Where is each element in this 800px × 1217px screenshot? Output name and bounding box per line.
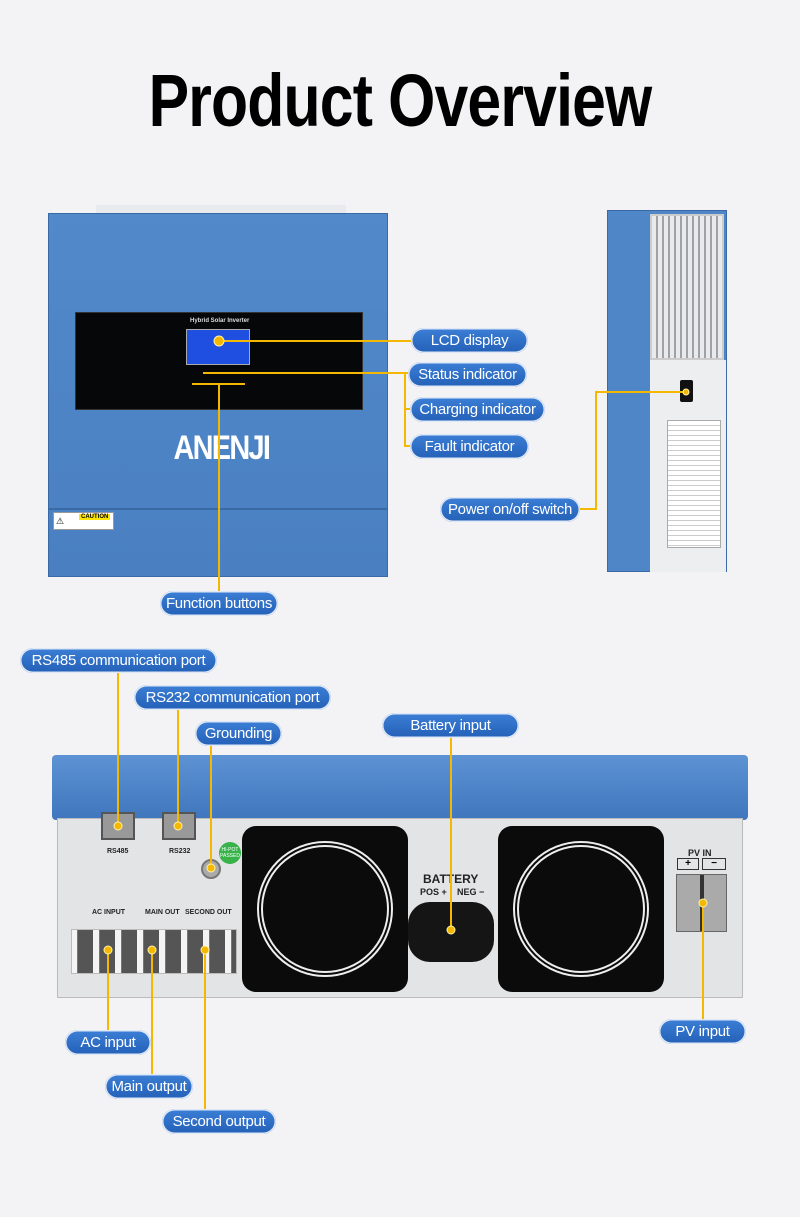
marker-dot	[103, 945, 113, 955]
callout-function-buttons: Function buttons	[160, 591, 278, 616]
rs232-text: RS232	[169, 848, 191, 855]
page-title: Product Overview	[148, 59, 653, 142]
callout-lcd-display: LCD display	[411, 328, 528, 353]
spec-label	[667, 420, 721, 548]
caution-label: ⚠ CAUTION	[53, 512, 114, 530]
callout-fault-indicator: Fault indicator	[410, 434, 529, 459]
marker-dot	[446, 925, 456, 935]
callout-rs485: RS485 communication port	[20, 648, 217, 673]
neg-text: NEG −	[457, 887, 485, 897]
hipot-sticker: HI-POT PASSED	[219, 842, 241, 864]
side-vent	[650, 214, 724, 360]
fan-left	[242, 826, 408, 992]
marker-dot	[206, 863, 216, 873]
ac-input-text: AC INPUT	[92, 909, 126, 916]
callout-power-switch: Power on/off switch	[440, 497, 580, 522]
callout-pv-input: PV input	[659, 1019, 746, 1044]
fan-right	[498, 826, 664, 992]
pv-in-text: PV IN	[688, 848, 712, 858]
caution-text: CAUTION	[79, 514, 111, 520]
brand-logo: ANENJI	[173, 429, 270, 467]
pv-plus: +	[677, 858, 699, 870]
front-top-vent	[96, 205, 346, 215]
callout-ac-input: AC input	[65, 1030, 151, 1055]
main-out-text: MAIN OUT	[145, 909, 180, 916]
rs485-text: RS485	[107, 848, 129, 855]
marker-dot	[200, 945, 210, 955]
callout-rs232: RS232 communication port	[134, 685, 331, 710]
panel-title: Hybrid Solar Inverter	[190, 318, 250, 324]
marker-dot	[113, 821, 123, 831]
callout-status-indicator: Status indicator	[408, 362, 527, 387]
marker-dot	[147, 945, 157, 955]
callout-second-output: Second output	[162, 1109, 276, 1134]
warning-icon: ⚠	[56, 516, 65, 526]
marker-dot	[173, 821, 183, 831]
callout-battery-input: Battery input	[382, 713, 519, 738]
marker-dot	[682, 388, 690, 396]
callout-grounding: Grounding	[195, 721, 282, 746]
callout-main-output: Main output	[105, 1074, 193, 1099]
callout-charging-indicator: Charging indicator	[410, 397, 545, 422]
lcd-screen	[186, 329, 250, 365]
second-out-text: SECOND OUT	[185, 909, 232, 916]
pv-terminal	[676, 874, 727, 932]
marker-dot	[213, 335, 225, 347]
back-cover	[52, 755, 748, 820]
pos-text: POS +	[420, 887, 447, 897]
marker-dot	[698, 898, 708, 908]
pv-minus: −	[702, 858, 726, 870]
